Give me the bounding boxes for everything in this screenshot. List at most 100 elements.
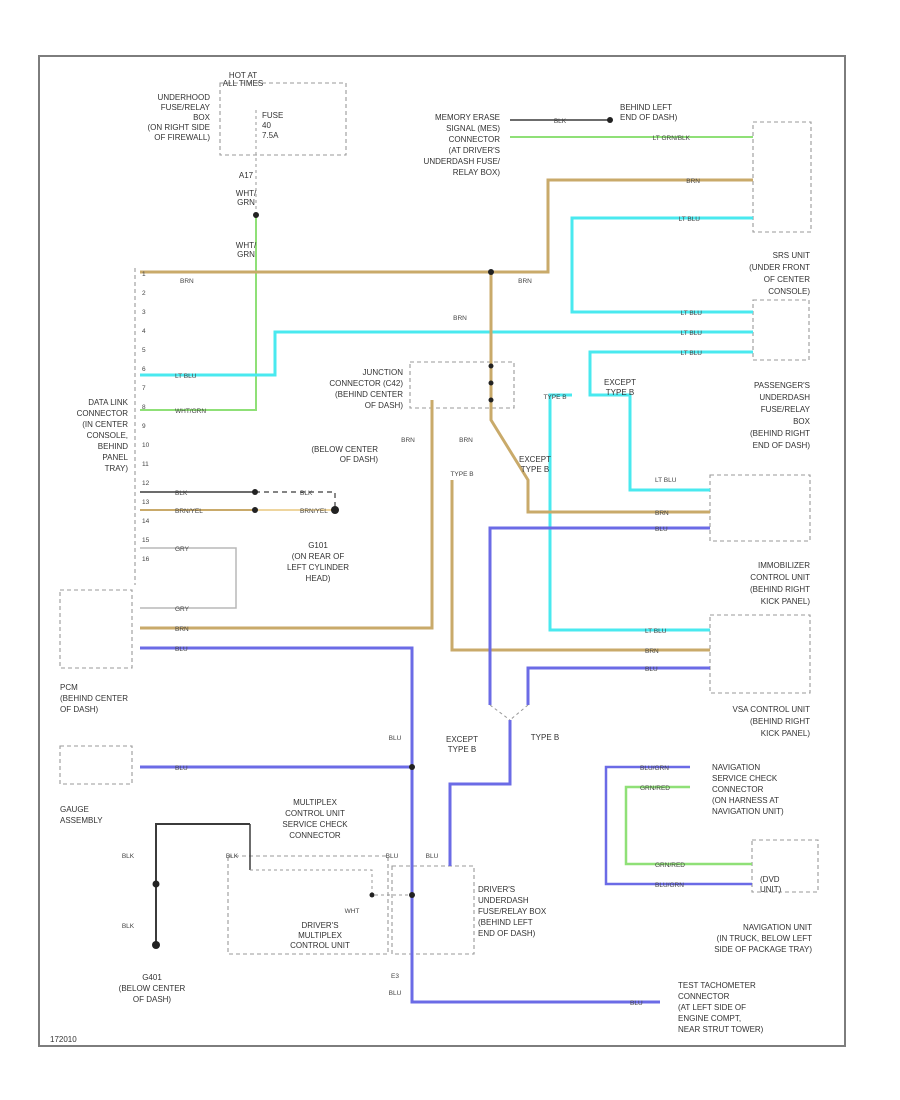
nav-blugrn-2: BLU/GRN [655, 882, 684, 889]
node-mux-wht [369, 892, 375, 898]
junction-label-line: JUNCTION [363, 368, 404, 377]
wire-blu-passenger [488, 526, 710, 705]
brn-442-b-line: BRN [459, 437, 473, 444]
pcm-label-line: PCM [60, 683, 78, 692]
brn-442-line: BRN [401, 437, 415, 444]
srs-unit-label-line: OF CENTER [764, 275, 810, 284]
g401-label-line: G401 [142, 973, 162, 982]
drivers-mux-label-line: MULTIPLEX [298, 931, 343, 940]
immob-blu: BLU [645, 666, 658, 673]
e3-blu: BLU [389, 990, 402, 997]
wire-brn-junction [489, 272, 710, 514]
wire-ltblu-pass [588, 350, 753, 492]
g101-label-line: G101 [308, 541, 328, 550]
ltblu-352-line: LT BLU [681, 350, 703, 357]
memory-erase-label-line: SIGNAL (MES) [446, 124, 500, 133]
dlc-whtgrn-label-line: WHT/GRN [175, 408, 206, 415]
dlc-pin-number: 15 [142, 537, 150, 544]
dlc-pin-number: 14 [142, 518, 150, 525]
dlc-pin-number: 8 [142, 404, 146, 411]
behind-left-end-label-line: END OF DASH) [620, 113, 678, 122]
memory-erase-label-line: RELAY BOX) [453, 168, 501, 177]
node-junction-3 [488, 397, 494, 403]
data-link-label-line: CONSOLE, [87, 431, 128, 440]
immob-label-line: (BEHIND RIGHT [750, 585, 810, 594]
type-b-2-line: TYPE B [450, 471, 473, 478]
mux-check-label-line: SERVICE CHECK [282, 820, 348, 829]
node-g401-1 [152, 880, 160, 888]
test-tach-label-line: NEAR STRUT TOWER) [678, 1025, 764, 1034]
gauge-box [59, 745, 133, 785]
nav-grnred-2: GRN/RED [655, 862, 685, 869]
e3-blu-line: BLU [389, 990, 402, 997]
wht-grn-label-2: WHT/GRN [236, 241, 257, 259]
dvd-unit-box [751, 839, 819, 893]
wire-blk-g401 [155, 823, 250, 945]
blk-928: BLK [122, 923, 135, 930]
immob-label-line: CONTROL UNIT [750, 573, 810, 582]
data-link-label-line: PANEL [102, 453, 128, 462]
diagram-frame [38, 55, 846, 1047]
below-center-label-line: OF DASH) [340, 455, 379, 464]
pcm-brn-label: BRN [175, 626, 189, 633]
dlc-pin-number: 2 [142, 290, 146, 297]
nav-unit-label-line: (IN TRUCK, BELOW LEFT [717, 934, 813, 943]
gauge-label-line: ASSEMBLY [60, 816, 103, 825]
wire-ltblu-dlc [140, 330, 753, 377]
drivers-underdash-label-line: DRIVER'S [478, 885, 515, 894]
below-center-label-line: (BELOW CENTER [311, 445, 378, 454]
srs-brn-label-line: BRN [686, 178, 700, 185]
srs-unit-label-line: SRS UNIT [773, 251, 810, 260]
underhood-label-line: UNDERHOOD [158, 93, 211, 102]
mux-check-label-line: MULTIPLEX [293, 798, 338, 807]
except-type-b-label-line: EXCEPT [604, 378, 636, 387]
node-dlc-13 [252, 489, 258, 495]
dlc-blk-label-line: BLK [175, 490, 188, 497]
dvd-label-line: UNIT) [760, 885, 782, 894]
test-blu: BLU [630, 1000, 643, 1007]
dlc-pin-number: 4 [142, 328, 146, 335]
behind-left-end-label-line: BEHIND LEFT [620, 103, 672, 112]
e3-label-line: E3 [391, 973, 399, 980]
brn-442: BRN [401, 437, 415, 444]
node-dlc-14 [252, 507, 258, 513]
drivers-mux-box [227, 855, 389, 955]
wht-label-line: WHT [345, 908, 360, 915]
dlc-pin-number: 7 [142, 385, 146, 392]
nav-unit-label-line: SIDE OF PACKAGE TRAY) [714, 945, 812, 954]
wht-label: WHT [345, 908, 360, 915]
dlc-pin-number: 6 [142, 366, 146, 373]
wire-blu-split-dash-1 [489, 704, 511, 721]
wire-blu-pcm [140, 646, 660, 1004]
gauge-blu: BLU [175, 765, 188, 772]
blu-858-b: BLU [426, 853, 439, 860]
drivers-mux-label-line: CONTROL UNIT [290, 941, 350, 950]
pcm-label-line: (BEHIND CENTER [60, 694, 128, 703]
mid-brn-label: BRN [518, 278, 532, 285]
type-b-label: TYPE B [543, 394, 566, 401]
brnyel-513-b: BRN/YEL [300, 508, 328, 515]
lt-label: LT BLU [655, 477, 677, 484]
node-blu-767 [409, 764, 415, 770]
node-brn-junction [488, 269, 494, 275]
nav-blugrn-line: BLU/GRN [640, 765, 669, 772]
g101-label-line: HEAD) [306, 574, 331, 583]
data-link-label-line: BEHIND [98, 442, 128, 451]
dlc-pin-number: 16 [142, 556, 150, 563]
g401-label-line: (BELOW CENTER [119, 984, 186, 993]
dlc-gry-label: GRY [175, 546, 190, 553]
wire-gry [140, 547, 237, 609]
junction-label-line: OF DASH) [365, 401, 404, 410]
node-junction-1 [488, 363, 494, 369]
pcm-gry-label-line: GRY [175, 606, 190, 613]
dlc-ltblu-label-line: LT BLU [175, 373, 197, 380]
